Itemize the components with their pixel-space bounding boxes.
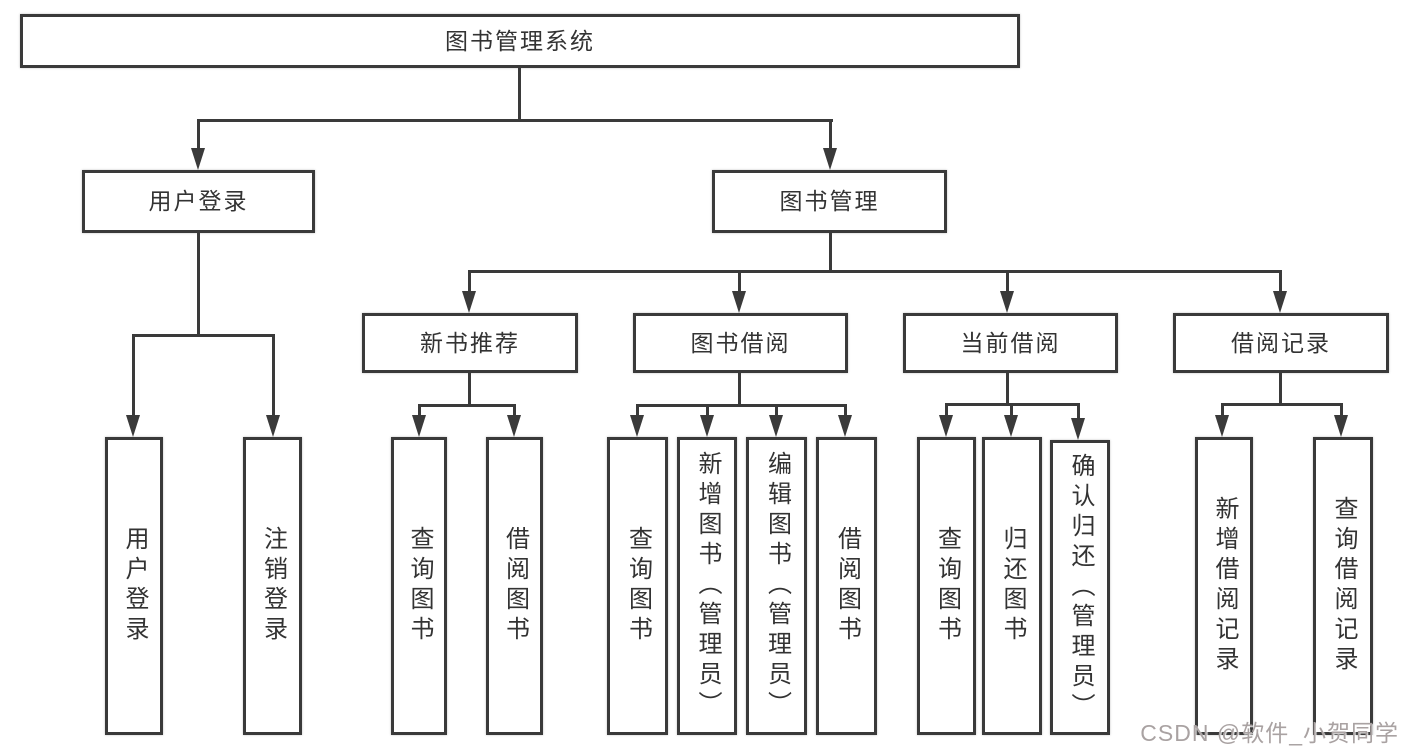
arrow-down-icon — [1000, 291, 1014, 313]
connector-line — [1340, 403, 1343, 417]
arrow-down-icon — [700, 415, 714, 437]
arrow-down-icon — [823, 148, 837, 170]
connector-line — [738, 270, 741, 296]
leaf-borrow-borrow-books: 借阅图书 — [816, 437, 877, 735]
arrow-down-icon — [732, 291, 746, 313]
connector-line — [829, 119, 832, 151]
arrow-down-icon — [939, 415, 953, 437]
connector-line — [468, 270, 1282, 273]
connector-line — [945, 403, 948, 417]
node-label: 用户登录 — [148, 188, 249, 214]
node-label: 当前借阅 — [960, 329, 1061, 356]
leaf-current-confirm-return-admin: 确认归还（管理员） — [1050, 440, 1110, 735]
connector-line — [1279, 270, 1282, 296]
leaf-borrow-query-books: 查询图书 — [607, 437, 668, 735]
connector-line — [132, 334, 275, 337]
connector-line — [197, 119, 200, 151]
leaf-label: 确认归还（管理员） — [1067, 452, 1094, 723]
connector-line — [1279, 373, 1282, 405]
connector-line — [1221, 403, 1224, 417]
connector-line — [468, 270, 471, 296]
leaf-label: 查询图书 — [624, 526, 652, 646]
leaf-recommend-borrow-books: 借阅图书 — [486, 437, 543, 735]
leaf-borrow-add-books-admin: 新增图书（管理员） — [677, 437, 737, 735]
leaf-label: 新增借阅记录 — [1211, 496, 1238, 676]
connector-line — [1010, 403, 1013, 417]
leaf-label: 用户登录 — [121, 526, 148, 646]
node-borrow-records: 借阅记录 — [1173, 313, 1389, 373]
connector-line — [418, 404, 421, 418]
arrow-down-icon — [1215, 415, 1229, 437]
arrow-down-icon — [1334, 415, 1348, 437]
connector-line — [1006, 270, 1009, 296]
connector-line — [775, 404, 778, 418]
leaf-current-return-books: 归还图书 — [982, 437, 1042, 735]
arrow-down-icon — [838, 415, 852, 437]
arrow-down-icon — [630, 415, 644, 437]
connector-line — [706, 404, 709, 418]
leaf-current-query-books: 查询图书 — [917, 437, 976, 735]
connector-line — [1006, 373, 1009, 405]
connector-line — [132, 334, 135, 419]
leaf-records-add-record: 新增借阅记录 — [1195, 437, 1253, 735]
connector-line — [197, 119, 833, 122]
arrow-down-icon — [266, 415, 280, 437]
leaf-label: 借阅图书 — [501, 526, 529, 646]
leaf-label: 注销登录 — [259, 526, 287, 646]
node-book-management: 图书管理 — [712, 170, 947, 233]
node-new-book-recommend: 新书推荐 — [362, 313, 578, 373]
arrow-down-icon — [126, 415, 140, 437]
connector-line — [636, 404, 639, 418]
connector-line — [1221, 403, 1343, 406]
arrow-down-icon — [507, 415, 521, 437]
leaf-label: 借阅图书 — [833, 526, 861, 646]
leaf-label: 查询图书 — [933, 526, 961, 646]
leaf-label: 归还图书 — [999, 526, 1026, 646]
connector-line — [518, 68, 521, 120]
arrow-down-icon — [769, 415, 783, 437]
arrow-down-icon — [191, 148, 205, 170]
leaf-label: 查询借阅记录 — [1330, 496, 1357, 676]
node-label: 图书管理 — [779, 188, 880, 214]
connector-line — [1077, 403, 1080, 420]
leaf-borrow-edit-books-admin: 编辑图书（管理员） — [746, 437, 807, 735]
node-user-login: 用户登录 — [82, 170, 315, 233]
arrow-down-icon — [1004, 415, 1018, 437]
leaf-logout: 注销登录 — [243, 437, 302, 735]
node-book-borrow: 图书借阅 — [633, 313, 848, 373]
arrow-down-icon — [1071, 418, 1085, 440]
connector-line — [468, 373, 471, 406]
leaf-label: 新增图书（管理员） — [694, 451, 721, 721]
connector-line — [738, 373, 741, 406]
node-label: 图书借阅 — [690, 329, 791, 356]
connector-line — [844, 404, 847, 418]
leaf-records-query-record: 查询借阅记录 — [1313, 437, 1373, 735]
leaf-label: 编辑图书（管理员） — [763, 451, 791, 721]
connector-line — [272, 334, 275, 419]
leaf-user-login: 用户登录 — [105, 437, 163, 735]
node-label: 借阅记录 — [1231, 329, 1331, 356]
connector-line — [418, 404, 516, 407]
leaf-label: 查询图书 — [406, 526, 433, 646]
connector-line — [513, 404, 516, 418]
connector-line — [636, 404, 847, 407]
connector-line — [197, 233, 200, 336]
node-library-management-system: 图书管理系统 — [20, 14, 1020, 68]
arrow-down-icon — [462, 291, 476, 313]
node-label: 新书推荐 — [420, 329, 520, 356]
arrow-down-icon — [412, 415, 426, 437]
node-label: 图书管理系统 — [445, 27, 595, 54]
connector-line — [829, 233, 832, 272]
arrow-down-icon — [1273, 291, 1287, 313]
leaf-recommend-query-books: 查询图书 — [391, 437, 447, 735]
node-current-borrow: 当前借阅 — [903, 313, 1118, 373]
csdn-watermark: CSDN @软件_小贺同学 — [1140, 720, 1399, 746]
